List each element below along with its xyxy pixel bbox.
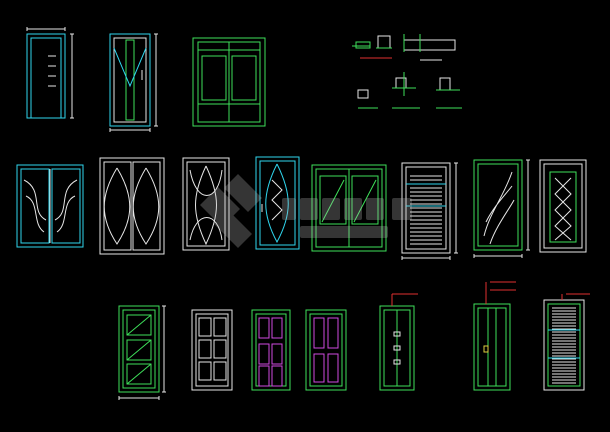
door-elevation-icon: [182, 157, 230, 251]
cad-line-icon: [113, 37, 147, 123]
cad-line-icon: [51, 168, 81, 244]
cad-line-icon: [191, 309, 233, 391]
cad-line-icon: [258, 317, 270, 339]
cad-line-icon: [393, 345, 401, 351]
cad-line-icon: [126, 363, 152, 385]
cad-line-icon: [483, 345, 489, 353]
cad-line-icon: [132, 167, 160, 245]
cad-line-icon: [355, 41, 371, 49]
door-elevation-icon: [473, 281, 516, 391]
cad-line-icon: [198, 317, 212, 337]
cad-line-icon: [103, 167, 131, 245]
cad-line-icon: [195, 165, 217, 246]
cad-line-icon: [109, 33, 151, 127]
cad-line-icon: [321, 179, 345, 223]
cad-line-icon: [271, 343, 283, 365]
cad-line-icon: [255, 156, 300, 250]
door-elevation-icon: [192, 37, 266, 127]
cad-line-icon: [113, 47, 147, 88]
cad-line-icon: [182, 157, 230, 251]
cad-line-icon: [405, 166, 447, 250]
cad-line-icon: [327, 317, 339, 349]
cad-line-icon: [311, 164, 387, 252]
cad-line-icon: [543, 299, 585, 391]
cad-line-icon: [195, 313, 229, 387]
cad-line-icon: [313, 353, 325, 383]
cad-line-icon: [379, 305, 415, 391]
cad-line-icon: [327, 353, 339, 383]
cad-line-icon: [251, 309, 291, 391]
cad-line-icon: [393, 331, 401, 337]
cad-line-icon: [186, 161, 226, 247]
cad-line-icon: [192, 37, 266, 127]
cad-line-icon: [126, 339, 152, 361]
cad-line-icon: [189, 169, 223, 241]
door-elevation-icon: [118, 305, 166, 400]
cad-line-icon: [554, 177, 572, 241]
door-elevation-icon: [99, 157, 165, 255]
cad-line-icon: [393, 359, 401, 365]
cad-line-icon: [126, 314, 152, 336]
cad-line-icon: [122, 309, 156, 389]
cad-line-icon: [126, 363, 152, 385]
cad-line-icon: [231, 55, 257, 101]
cad-line-icon: [20, 168, 50, 244]
door-elevation-icon: [26, 27, 74, 119]
door-elevation-icon: [379, 293, 418, 391]
cad-line-icon: [201, 55, 227, 101]
cad-line-icon: [549, 171, 577, 243]
cad-line-icon: [319, 175, 347, 225]
cad-line-icon: [271, 317, 283, 339]
door-elevation-icon: [401, 162, 458, 260]
door-elevation-icon: [191, 309, 233, 391]
cad-line-icon: [309, 313, 343, 387]
cad-line-icon: [473, 303, 511, 391]
door-elevation-icon: [543, 293, 590, 391]
cad-line-icon: [99, 157, 165, 255]
cad-line-icon: [213, 339, 227, 359]
cad-line-icon: [271, 365, 283, 387]
door-elevation-icon: [473, 159, 530, 258]
cad-line-icon: [483, 171, 515, 245]
cad-line-icon: [213, 361, 227, 381]
cad-line-icon: [126, 339, 152, 361]
cad-line-icon: [547, 303, 581, 387]
cad-line-icon: [401, 162, 451, 254]
cad-line-icon: [357, 89, 369, 99]
cad-line-icon: [255, 313, 287, 387]
door-elevation-icon: [16, 164, 84, 248]
cad-line-icon: [313, 317, 325, 349]
cad-line-icon: [125, 39, 135, 121]
cad-line-icon: [477, 163, 519, 247]
cad-line-icon: [16, 164, 84, 248]
cad-line-icon: [126, 314, 152, 336]
cad-line-icon: [271, 179, 283, 221]
door-elevation-icon: [109, 33, 158, 132]
cad-line-icon: [198, 361, 212, 381]
cad-line-icon: [477, 307, 507, 387]
door-elevation-icon: [255, 156, 300, 250]
cad-line-icon: [265, 163, 289, 244]
door-elevation-icon: [311, 164, 387, 252]
door-elevation-icon: [251, 309, 291, 391]
door-elevation-icon: [305, 309, 347, 391]
cad-line-icon: [258, 343, 270, 365]
cad-line-icon: [259, 160, 296, 246]
cad-line-icon: [213, 317, 227, 337]
cad-line-icon: [539, 159, 587, 253]
cad-line-icon: [473, 159, 523, 251]
cad-line-icon: [353, 179, 377, 223]
section-detail-icon: [352, 34, 462, 109]
cad-line-icon: [258, 365, 270, 387]
cad-line-icon: [198, 339, 212, 359]
cad-line-icon: [543, 163, 583, 249]
door-elevation-icon: [539, 159, 587, 253]
cad-line-icon: [351, 175, 379, 225]
cad-line-icon: [30, 37, 62, 119]
cad-line-icon: [23, 179, 47, 233]
cad-line-icon: [54, 179, 78, 233]
cad-line-icon: [305, 309, 347, 391]
cad-line-icon: [118, 305, 160, 393]
